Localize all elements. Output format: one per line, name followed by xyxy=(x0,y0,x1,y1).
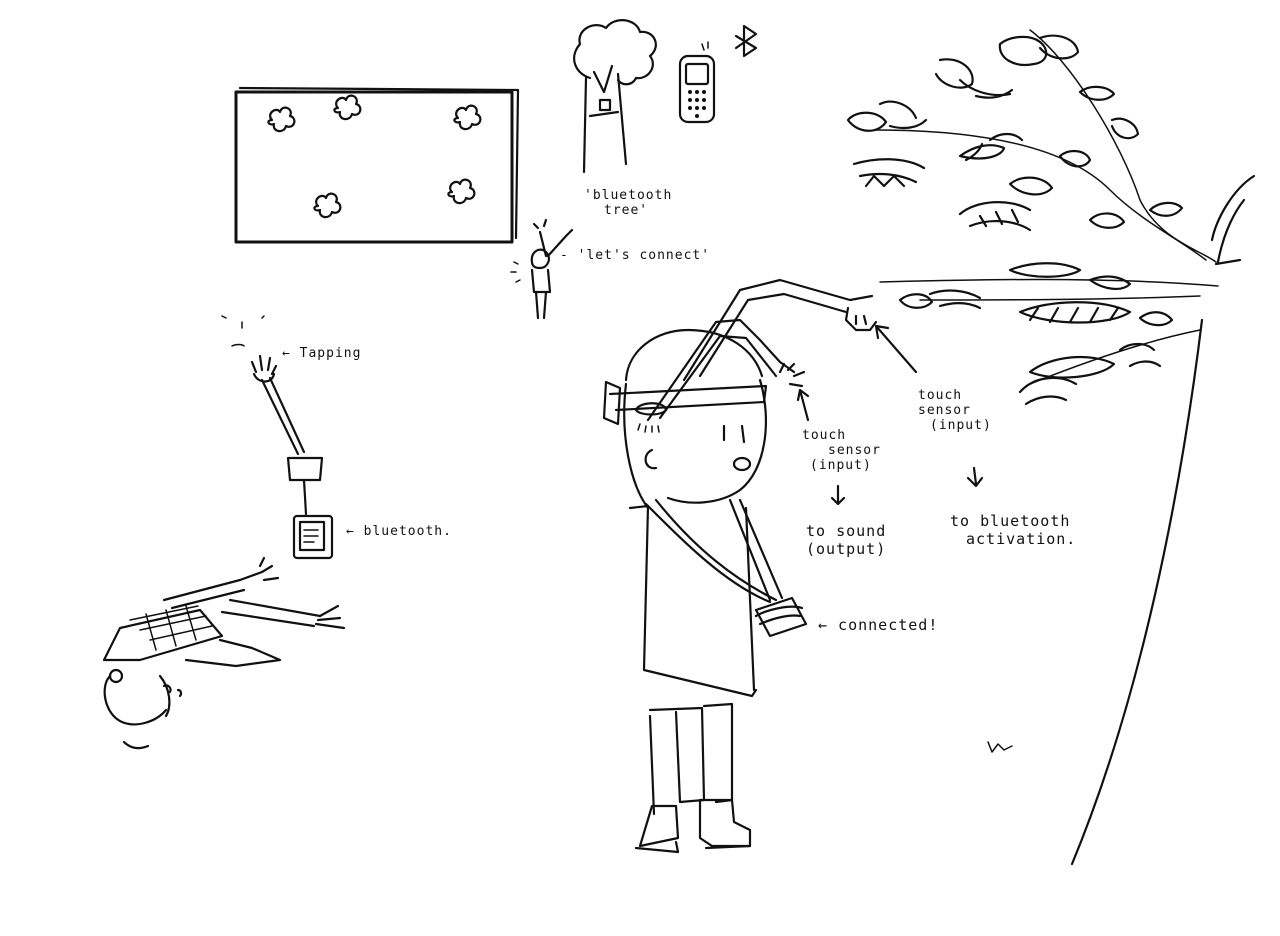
connected-label: ← connected! xyxy=(818,616,939,634)
bluetooth-icon xyxy=(734,24,758,58)
bluetooth-device xyxy=(292,514,334,560)
big-tree xyxy=(846,29,1256,866)
touch-sensor-left-line3: (input) xyxy=(810,458,872,473)
touch-sensor-right-line2: sensor xyxy=(918,403,971,418)
standing-person xyxy=(602,278,878,854)
to-bluetooth-activation-line2: activation. xyxy=(966,530,1077,548)
touch-sensor-right-label: touch sensor (input) xyxy=(918,388,992,433)
arrow-icon xyxy=(796,324,984,506)
lying-person xyxy=(102,556,346,750)
to-bluetooth-activation-line1: to bluetooth xyxy=(950,512,1071,530)
lets-connect-label: - 'let's connect' xyxy=(560,248,711,263)
waving-person xyxy=(510,218,574,320)
to-sound-output-line1: to sound xyxy=(806,522,887,540)
sensor-box xyxy=(286,456,324,516)
to-sound-output-line2: (output) xyxy=(806,540,887,558)
bluetooth-tree-label-line2: tree' xyxy=(604,203,649,218)
mobile-phone-icon xyxy=(678,41,716,124)
small-mark xyxy=(987,741,1013,753)
bluetooth-tree-label: 'bluetooth tree' xyxy=(584,188,672,218)
touch-sensor-left-label: touch sensor (input) xyxy=(802,428,881,473)
to-bluetooth-activation-label: to bluetooth activation. xyxy=(950,512,1076,548)
to-sound-output-label: to sound (output) xyxy=(806,522,886,558)
tapping-label: ← Tapping xyxy=(282,346,362,361)
touch-sensor-right-line1: touch xyxy=(918,388,963,403)
tree-icon xyxy=(573,19,657,174)
touch-sensor-left-line2: sensor xyxy=(828,443,881,458)
touch-sensor-right-line3: (input) xyxy=(930,418,992,433)
flower-icon xyxy=(267,94,482,219)
tapping-hand xyxy=(221,315,306,456)
bluetooth-device-label: ← bluetooth. xyxy=(346,524,452,539)
touch-sensor-left-line1: touch xyxy=(802,428,847,443)
bluetooth-tree-label-line1: 'bluetooth xyxy=(584,188,673,203)
screen-frame xyxy=(234,86,520,244)
